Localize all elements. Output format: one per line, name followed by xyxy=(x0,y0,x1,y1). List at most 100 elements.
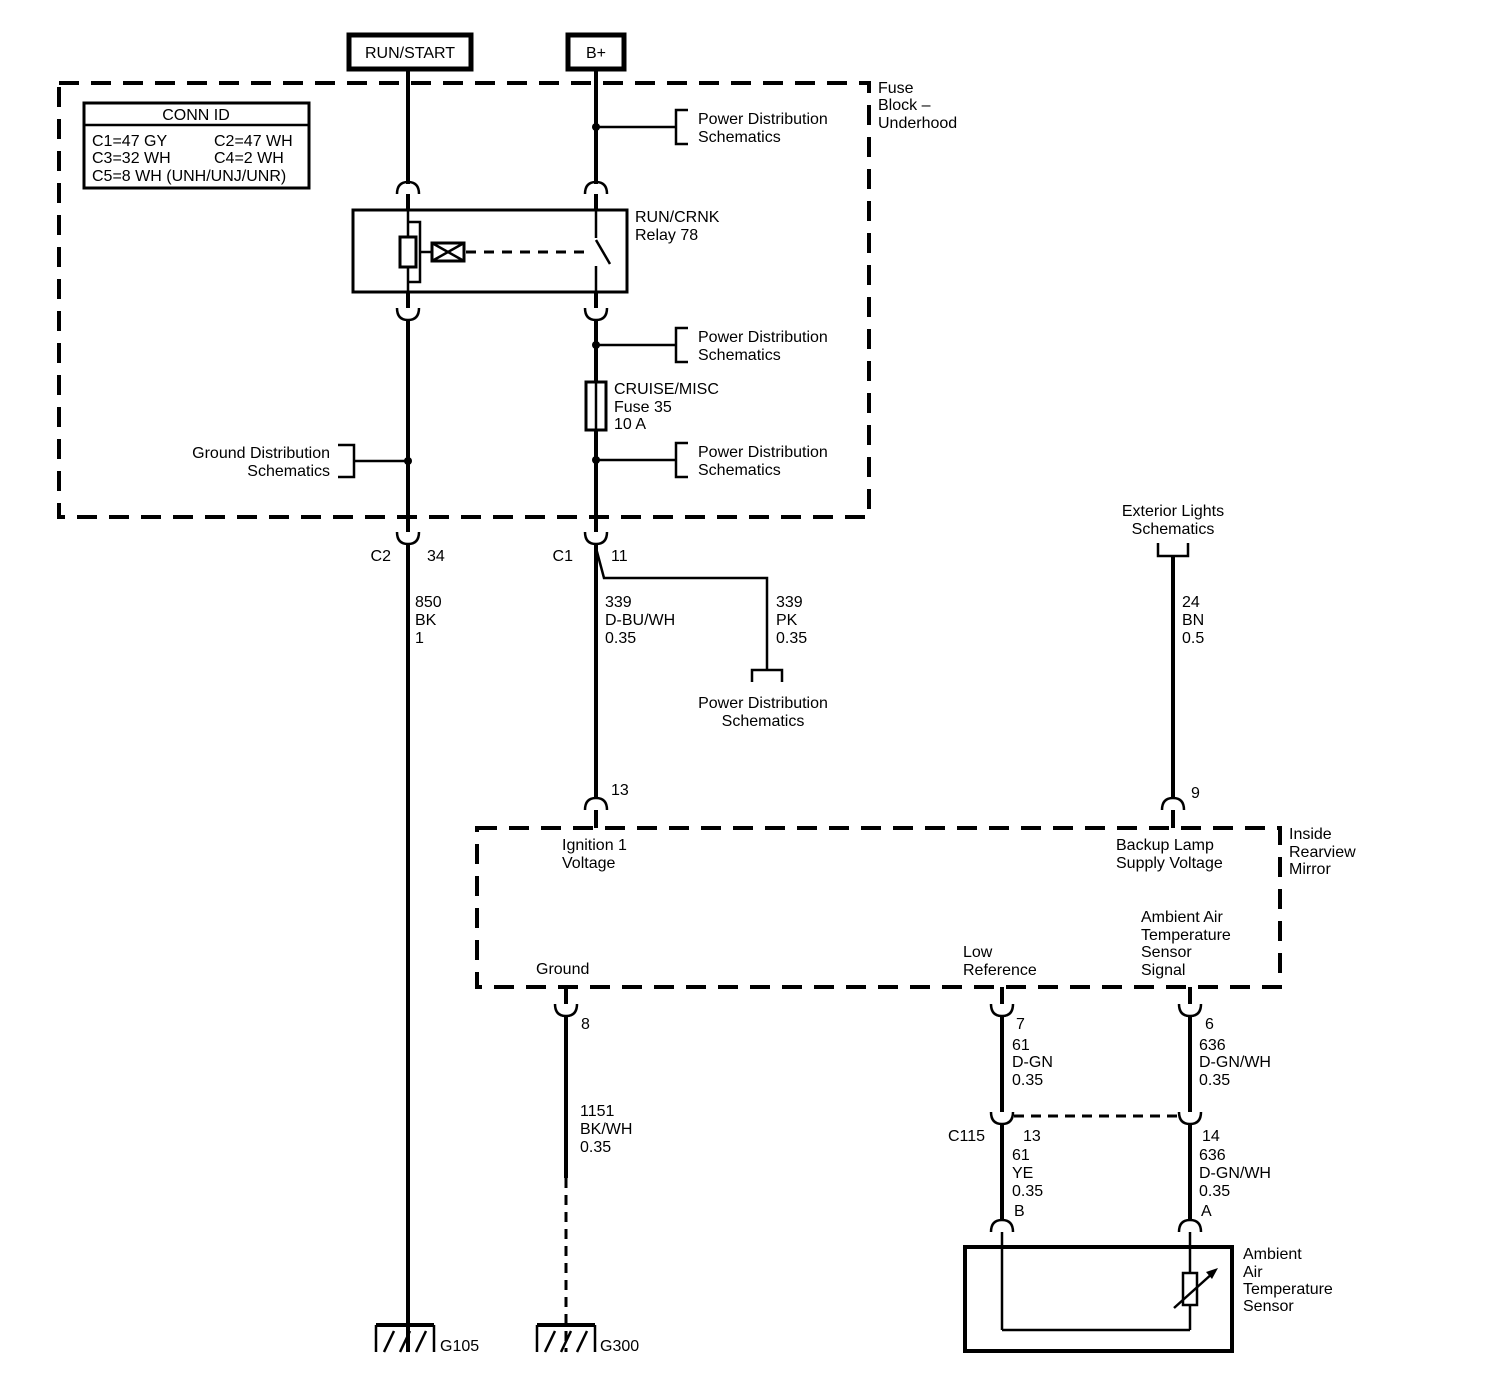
connector-c115: C115 13 14 xyxy=(948,1111,1220,1145)
mirror-pin-13: 13 xyxy=(583,782,629,828)
svg-text:Temperature: Temperature xyxy=(1243,1281,1333,1298)
power-distribution-ref-4: Power Distribution Schematics xyxy=(698,695,828,730)
svg-text:339: 339 xyxy=(776,594,803,611)
cruise-misc-fuse-label: CRUISE/MISC Fuse 35 10 A xyxy=(614,381,719,433)
relay-label-line2: Relay 78 xyxy=(635,227,698,244)
mirror-title: Inside Rearview Mirror xyxy=(1289,826,1356,878)
c115-lower-wires xyxy=(1000,1124,1192,1220)
svg-text:Power Distribution: Power Distribution xyxy=(698,695,828,712)
power-distribution-ref-1: Power Distribution Schematics xyxy=(592,108,828,146)
svg-text:C3=32 WH: C3=32 WH xyxy=(92,150,171,167)
svg-text:Fuse: Fuse xyxy=(878,80,914,97)
run-start-label: RUN/START xyxy=(365,45,455,62)
mirror-low-reference-label: Low Reference xyxy=(963,944,1037,979)
svg-text:PK: PK xyxy=(776,612,798,629)
svg-text:Voltage: Voltage xyxy=(562,855,615,872)
svg-text:8: 8 xyxy=(581,1016,590,1033)
svg-text:Schematics: Schematics xyxy=(698,347,781,364)
svg-text:61: 61 xyxy=(1012,1037,1030,1054)
svg-text:Underhood: Underhood xyxy=(878,115,957,132)
svg-text:0.35: 0.35 xyxy=(580,1139,611,1156)
svg-text:Power Distribution: Power Distribution xyxy=(698,111,828,128)
wire-61-dgn-label: 61 D-GN 0.35 xyxy=(1012,1037,1053,1089)
power-distribution-ref-3: Power Distribution Schematics xyxy=(592,441,828,479)
svg-text:D-GN/WH: D-GN/WH xyxy=(1199,1054,1271,1071)
svg-text:13: 13 xyxy=(1023,1128,1041,1145)
wire-339-main xyxy=(594,544,784,798)
svg-text:Block –: Block – xyxy=(878,97,931,114)
svg-text:C5=8 WH (UNH/UNJ/UNR): C5=8 WH (UNH/UNJ/UNR) xyxy=(92,168,286,185)
svg-text:D-GN/WH: D-GN/WH xyxy=(1199,1165,1271,1182)
svg-text:Ground Distribution: Ground Distribution xyxy=(192,445,330,462)
conn-id-table: CONN ID C1=47 GY C2=47 WH C3=32 WH C4=2 … xyxy=(82,101,311,190)
svg-text:339: 339 xyxy=(605,594,632,611)
svg-text:Sensor: Sensor xyxy=(1141,944,1192,961)
svg-text:0.35: 0.35 xyxy=(605,630,636,647)
svg-text:Schematics: Schematics xyxy=(1132,521,1215,538)
svg-text:0.35: 0.35 xyxy=(1012,1072,1043,1089)
mirror-ignition-voltage-label: Ignition 1 Voltage xyxy=(562,837,627,872)
b-plus-wire xyxy=(583,69,609,546)
svg-text:D-GN: D-GN xyxy=(1012,1054,1053,1071)
inside-rearview-mirror-outline xyxy=(475,826,1282,989)
svg-text:BK/WH: BK/WH xyxy=(580,1121,632,1138)
svg-text:61: 61 xyxy=(1012,1147,1030,1164)
svg-text:C2: C2 xyxy=(371,548,392,565)
connector-c2: C2 34 xyxy=(371,548,445,565)
mirror-pin-7: 7 xyxy=(989,987,1025,1112)
svg-text:1151: 1151 xyxy=(580,1103,615,1120)
mirror-pin-8: 8 xyxy=(553,987,590,1352)
svg-text:Ignition 1: Ignition 1 xyxy=(562,837,627,854)
exterior-lights-ref: Exterior Lights Schematics xyxy=(1122,503,1224,798)
svg-text:10 A: 10 A xyxy=(614,416,646,433)
wire-850-label: 850 BK 1 xyxy=(415,594,442,647)
wire-636-lower-label: 636 D-GN/WH 0.35 xyxy=(1199,1147,1271,1200)
svg-text:1: 1 xyxy=(415,630,424,647)
svg-text:C2=47 WH: C2=47 WH xyxy=(214,133,293,150)
svg-text:Backup Lamp: Backup Lamp xyxy=(1116,837,1214,854)
ground-g300-label: G300 xyxy=(600,1338,639,1355)
wire-636-upper-label: 636 D-GN/WH 0.35 xyxy=(1199,1037,1271,1089)
svg-text:Fuse 35: Fuse 35 xyxy=(614,399,672,416)
svg-text:34: 34 xyxy=(427,548,445,565)
power-distribution-ref-2: Power Distribution Schematics xyxy=(592,326,828,364)
svg-text:0.35: 0.35 xyxy=(1199,1072,1230,1089)
wire-339-pk-label: 339 PK 0.35 xyxy=(776,594,807,647)
svg-text:14: 14 xyxy=(1202,1128,1220,1145)
svg-text:Exterior Lights: Exterior Lights xyxy=(1122,503,1224,520)
svg-text:636: 636 xyxy=(1199,1147,1226,1164)
svg-text:Rearview: Rearview xyxy=(1289,844,1356,861)
svg-text:Low: Low xyxy=(963,944,993,961)
svg-text:Schematics: Schematics xyxy=(698,462,781,479)
svg-text:Ambient Air: Ambient Air xyxy=(1141,909,1223,926)
svg-text:Schematics: Schematics xyxy=(247,463,330,480)
svg-text:C1=47 GY: C1=47 GY xyxy=(92,133,167,150)
mirror-pin-6: 6 xyxy=(1177,987,1214,1112)
svg-text:Ambient: Ambient xyxy=(1243,1246,1302,1263)
svg-text:0.35: 0.35 xyxy=(1012,1183,1043,1200)
fuse-block-title: Fuse Block – Underhood xyxy=(878,80,957,132)
run-start-source: RUN/START xyxy=(346,32,474,72)
svg-text:850: 850 xyxy=(415,594,442,611)
ambient-air-temperature-sensor: B A Ambient Air Temperature Sensor xyxy=(963,1203,1333,1353)
b-plus-label: B+ xyxy=(586,45,606,62)
run-crnk-relay: RUN/CRNK Relay 78 xyxy=(351,208,720,294)
svg-text:D-BU/WH: D-BU/WH xyxy=(605,612,675,629)
ground-g300: G300 xyxy=(535,1323,639,1355)
ground-g105-label: G105 xyxy=(440,1338,479,1355)
wire-1151-label: 1151 BK/WH 0.35 xyxy=(580,1103,632,1156)
svg-text:6: 6 xyxy=(1205,1016,1214,1033)
svg-text:Supply Voltage: Supply Voltage xyxy=(1116,855,1223,872)
mirror-sensor-signal-label: Ambient Air Temperature Sensor Signal xyxy=(1141,909,1231,979)
svg-text:C115: C115 xyxy=(948,1128,985,1145)
svg-text:13: 13 xyxy=(611,782,629,799)
svg-text:Inside: Inside xyxy=(1289,826,1332,843)
svg-text:0.35: 0.35 xyxy=(1199,1183,1230,1200)
mirror-backup-lamp-label: Backup Lamp Supply Voltage xyxy=(1116,837,1223,872)
svg-text:Power Distribution: Power Distribution xyxy=(698,444,828,461)
svg-text:Mirror: Mirror xyxy=(1289,861,1331,878)
relay-label-line1: RUN/CRNK xyxy=(635,209,720,226)
ground-g105: G105 xyxy=(374,1323,479,1355)
sensor-pin-b: B xyxy=(1014,1203,1025,1220)
svg-text:Power Distribution: Power Distribution xyxy=(698,329,828,346)
